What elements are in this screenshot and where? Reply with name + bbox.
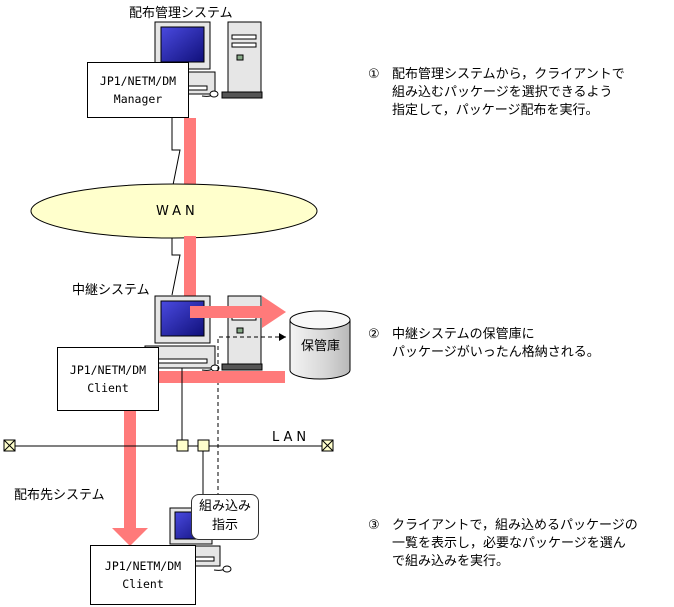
distribution-path-upper bbox=[184, 118, 196, 188]
distribution-path-middle bbox=[184, 236, 196, 298]
wan-link-upper bbox=[171, 118, 181, 191]
store-arrow-shaft bbox=[190, 306, 262, 318]
note-3-line1: クライアントで，組み込めるパッケージの bbox=[392, 518, 638, 533]
relay-lan-connector bbox=[176, 439, 189, 452]
note-1-line3: 指定して，パッケージ配布を実行。 bbox=[392, 103, 599, 118]
destination-client-software-box: JP1/NETM/DM Client bbox=[90, 545, 196, 605]
relay-client-software-name: JP1/NETM/DM bbox=[69, 363, 147, 377]
management-server-icon bbox=[221, 21, 263, 99]
destination-client-software-name: JP1/NETM/DM bbox=[104, 559, 182, 573]
storage-cylinder bbox=[289, 310, 351, 380]
relay-client-software-role: Client bbox=[87, 381, 129, 395]
wan-link-lower bbox=[171, 228, 181, 296]
management-system-label: 配布管理システム bbox=[129, 6, 233, 21]
manager-software-name: JP1/NETM/DM bbox=[99, 74, 177, 88]
note-1-number: ① bbox=[368, 67, 380, 82]
note-2-number: ② bbox=[368, 327, 380, 342]
relay-computer-icon bbox=[144, 295, 220, 372]
relay-system-label: 中継システム bbox=[72, 283, 150, 298]
note-3-line2: 一覧を表示し，必要なパッケージを選ん bbox=[392, 536, 626, 551]
wan-label: WAN bbox=[156, 204, 199, 219]
lan-terminator-right bbox=[321, 439, 334, 452]
note-1-line1: 配布管理システムから，クライアントで bbox=[392, 67, 625, 82]
destination-lan-connector bbox=[197, 439, 210, 452]
install-instruction-line2: 指示 bbox=[211, 518, 238, 533]
note-2-line2: パッケージがいったん格納される。 bbox=[392, 345, 600, 360]
manager-software-role: Manager bbox=[113, 92, 163, 106]
note-3-line3: で組み込みを実行。 bbox=[392, 554, 510, 569]
lan-label: LAN bbox=[272, 430, 311, 445]
manager-software-box: JP1/NETM/DM Manager bbox=[87, 62, 189, 118]
relay-client-software-box: JP1/NETM/DM Client bbox=[57, 347, 159, 411]
install-instruction-bubble: 組み込み 指示 bbox=[191, 494, 259, 540]
note-3-number: ③ bbox=[368, 518, 380, 533]
destination-system-label: 配布先システム bbox=[14, 488, 105, 503]
distribution-arrow-head bbox=[112, 528, 148, 546]
install-instruction-line1: 組み込み bbox=[198, 499, 251, 514]
wan-cloud bbox=[30, 183, 318, 239]
note-2-line1: 中継システムの保管庫に bbox=[392, 327, 535, 342]
store-arrow-head bbox=[262, 296, 286, 328]
destination-client-software-role: Client bbox=[122, 577, 164, 591]
storage-access-line bbox=[217, 336, 286, 512]
storage-access-arrowhead bbox=[279, 333, 286, 341]
storage-label: 保管庫 bbox=[301, 339, 341, 354]
lan-terminator-left bbox=[3, 439, 16, 452]
note-1-line2: 組み込むパッケージを選択できるよう bbox=[392, 85, 613, 100]
